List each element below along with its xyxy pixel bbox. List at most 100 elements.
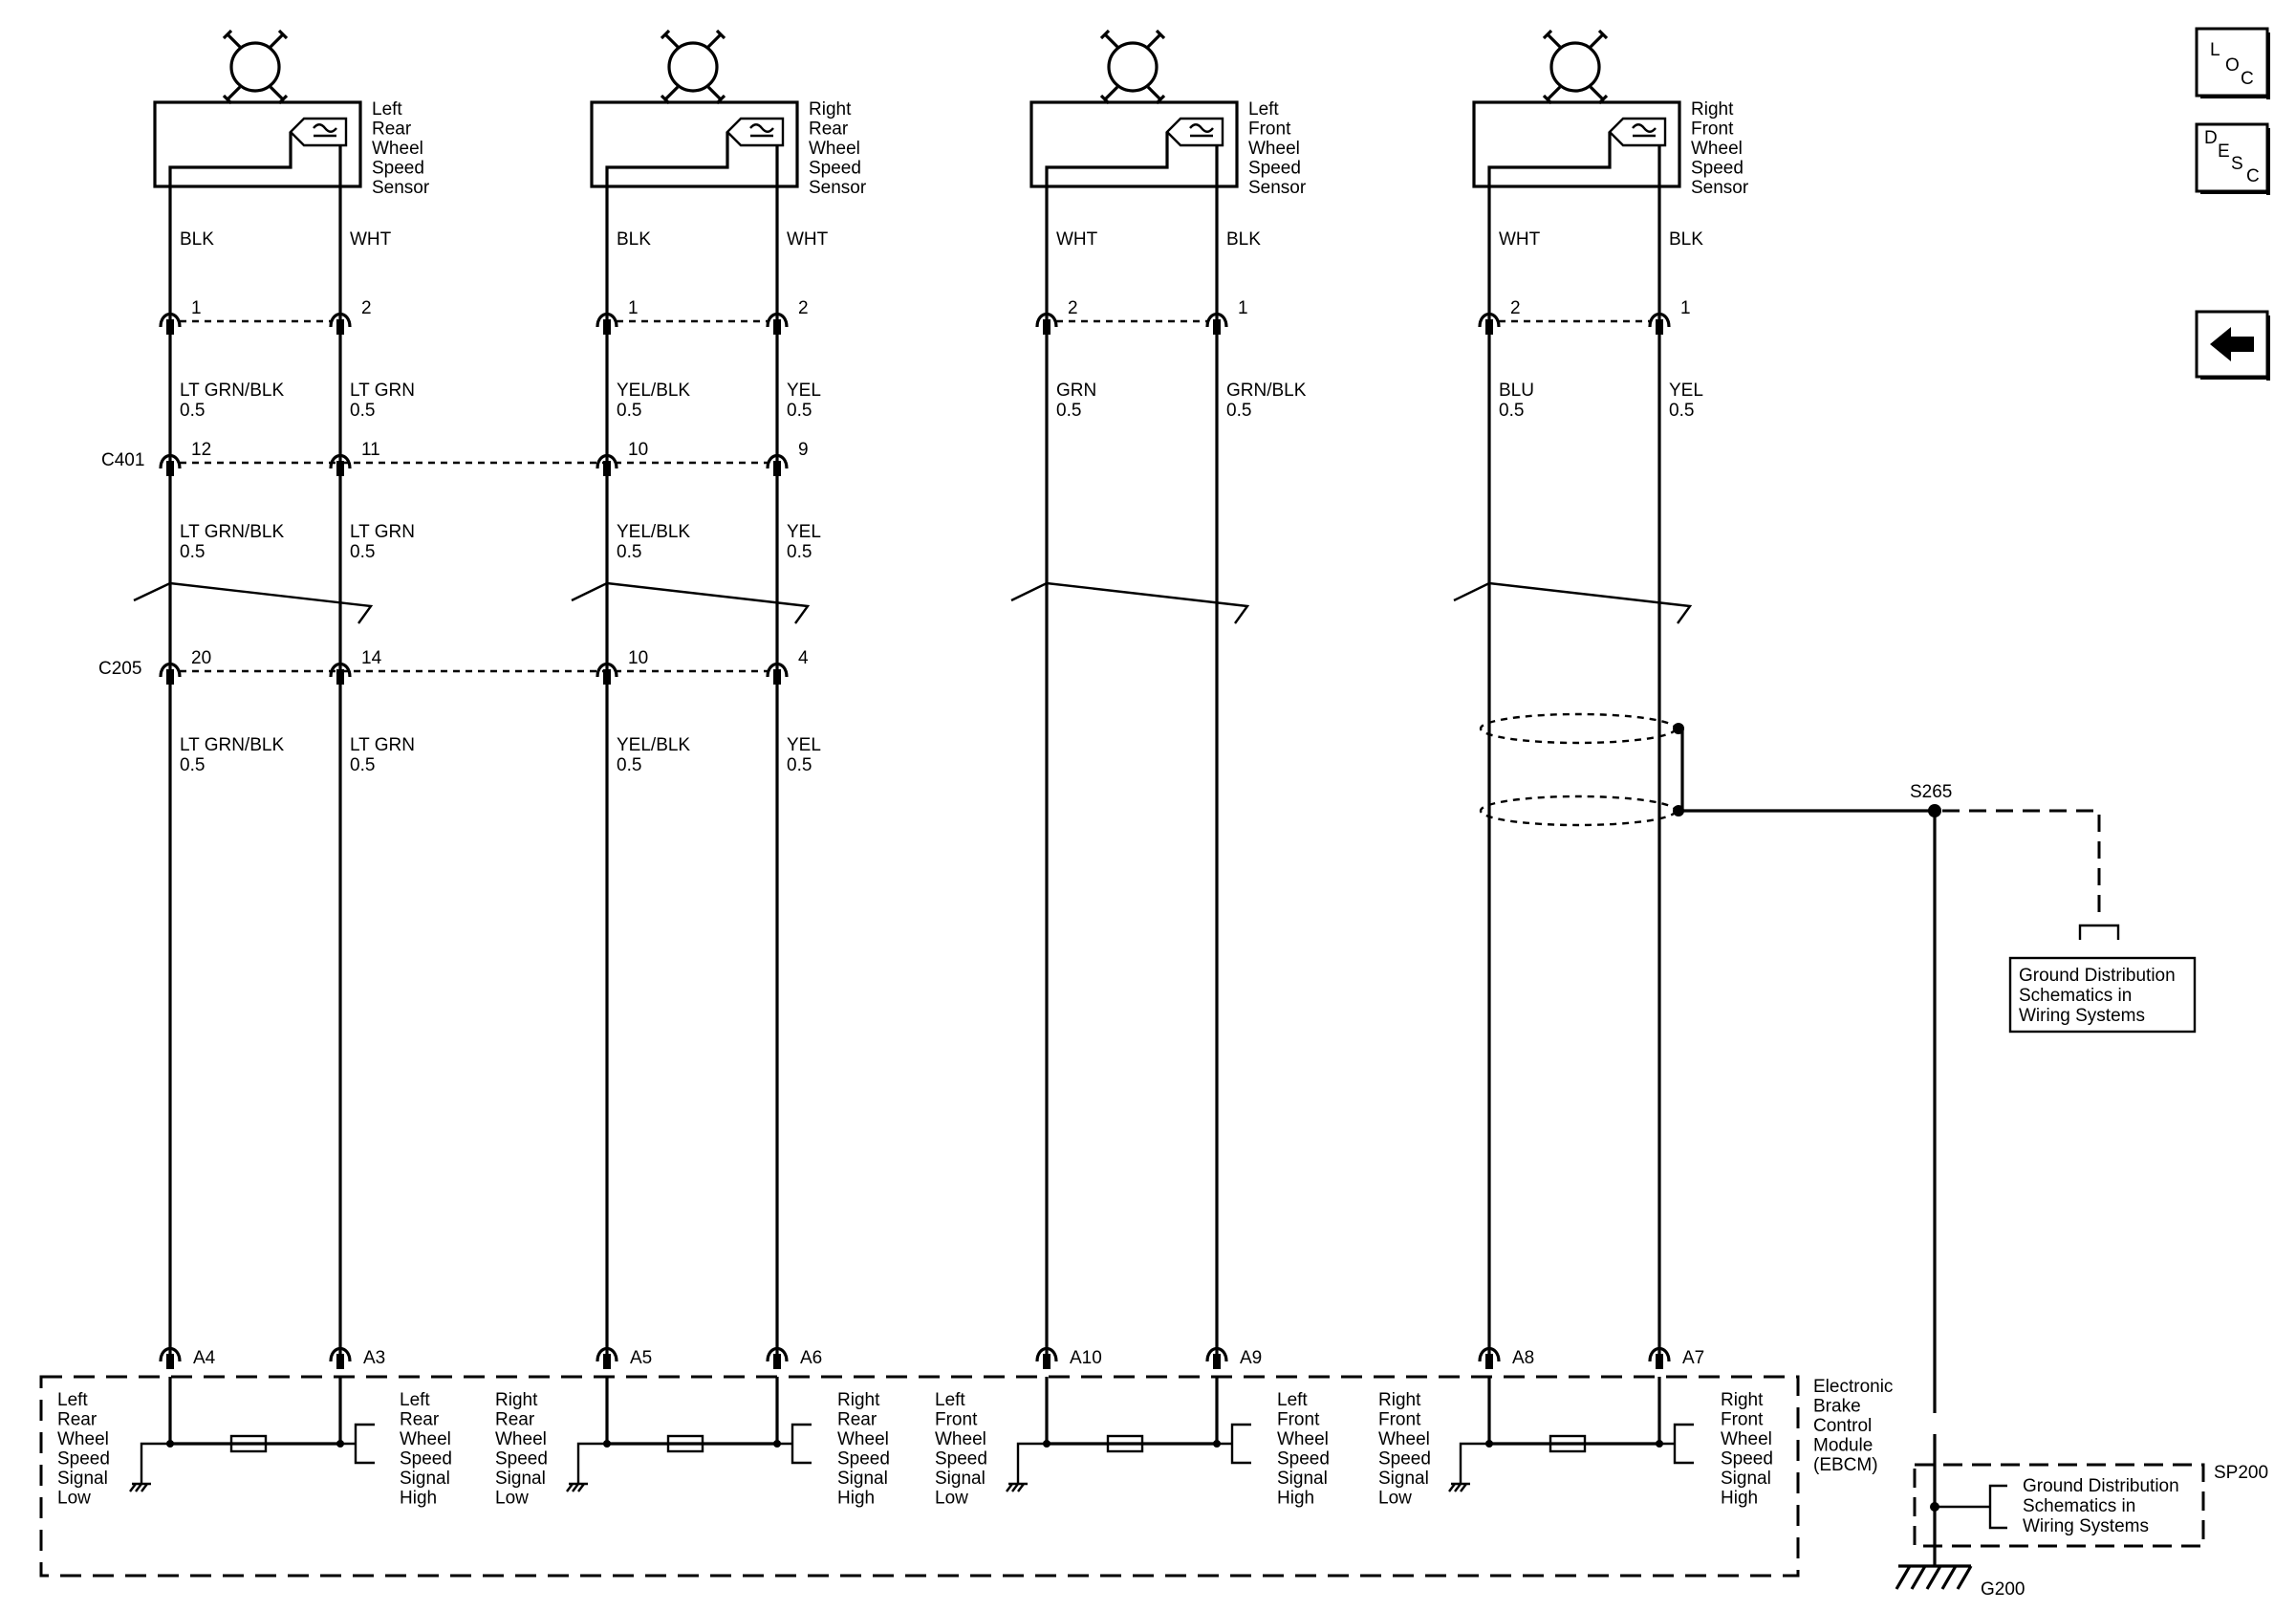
- pin-label: 1: [1680, 298, 1691, 318]
- sensor-box: [1472, 100, 1681, 188]
- sensor-element-icon: [289, 117, 348, 147]
- sp200-label: SP200: [2214, 1463, 2268, 1483]
- pin-label: A3: [363, 1348, 385, 1368]
- connector-layer: [159, 312, 1671, 1369]
- wheel-icon: [1542, 29, 1609, 105]
- pin-label: 10: [628, 440, 648, 460]
- connector-terminal: [159, 1346, 182, 1369]
- wire-color-label: BLK: [1226, 229, 1261, 250]
- sensor-element-icon: [1165, 117, 1224, 147]
- pin-label: A4: [193, 1348, 216, 1368]
- connector-terminal: [1478, 312, 1501, 335]
- connector-terminal: [329, 453, 352, 476]
- pin-label: 1: [1238, 298, 1248, 318]
- pin-label: 1: [191, 298, 202, 318]
- ground-g200-icon: [1895, 1564, 1973, 1590]
- sensor-internal-wire: [168, 132, 292, 186]
- pin-label: 10: [628, 648, 648, 668]
- connector-terminal: [596, 1346, 618, 1369]
- connector-terminal: [1648, 1346, 1671, 1369]
- ebcm-box: [39, 1375, 1800, 1578]
- sensor-box: [153, 100, 362, 188]
- pin-label: 4: [798, 648, 809, 668]
- sensor-element-icon: [1608, 117, 1667, 147]
- loc-letter: C: [2241, 69, 2254, 89]
- pin-label: 12: [191, 440, 211, 460]
- harness-break: [571, 581, 811, 624]
- wheel-icon: [1099, 29, 1166, 105]
- pin-label: A5: [630, 1348, 652, 1368]
- connector-terminal: [159, 312, 182, 335]
- connector-terminal: [1478, 1346, 1501, 1369]
- wheel-icon: [660, 29, 726, 105]
- sensor-element-icon: [726, 117, 785, 147]
- loc-letter: L: [2210, 40, 2220, 60]
- ground-ref-bracket: [1988, 1484, 2007, 1530]
- shield-ellipse: [1479, 712, 1678, 745]
- pin-label: 2: [1510, 298, 1521, 318]
- pin-label: A9: [1240, 1348, 1262, 1368]
- arrow-left-icon: [2210, 327, 2254, 361]
- connector-name-c401: C401: [101, 450, 144, 470]
- desc-button[interactable]: [2195, 122, 2270, 195]
- splice-dot: [1673, 805, 1684, 816]
- back-button[interactable]: [2195, 310, 2270, 381]
- desc-letter: D: [2204, 128, 2218, 148]
- connector-terminal: [1205, 1346, 1228, 1369]
- connector-terminal: [159, 662, 182, 685]
- ebcm-internal-circuit: [566, 1377, 812, 1492]
- ground-ref-box: [2008, 956, 2197, 1034]
- ebcm-internal-circuit: [1448, 1377, 1694, 1492]
- pin-label: A7: [1682, 1348, 1704, 1368]
- connector-terminal: [329, 312, 352, 335]
- wire-color-label: WHT: [787, 229, 829, 250]
- ground-ref-bracket: [2078, 924, 2120, 940]
- pin-label: 2: [361, 298, 372, 318]
- splice-dot: [1673, 723, 1684, 734]
- wheel-icon: [222, 29, 289, 105]
- connector-terminal: [329, 1346, 352, 1369]
- pin-label: 2: [1068, 298, 1078, 318]
- connector-terminal: [596, 453, 618, 476]
- harness-break: [1010, 581, 1250, 624]
- wire-color-label: BLK: [1669, 229, 1703, 250]
- pin-label: 20: [191, 648, 211, 668]
- pin-label: 11: [361, 440, 380, 460]
- pin-label: A10: [1070, 1348, 1102, 1368]
- connector-terminal: [766, 453, 789, 476]
- connector-terminal: [766, 662, 789, 685]
- loc-button[interactable]: [2195, 27, 2270, 99]
- pin-label: 9: [798, 440, 809, 460]
- connector-terminal: [766, 1346, 789, 1369]
- sensor-internal-wire: [1045, 132, 1169, 186]
- wire-color-label: WHT: [1499, 229, 1541, 250]
- connector-terminal: [329, 662, 352, 685]
- connector-terminal: [1205, 312, 1228, 335]
